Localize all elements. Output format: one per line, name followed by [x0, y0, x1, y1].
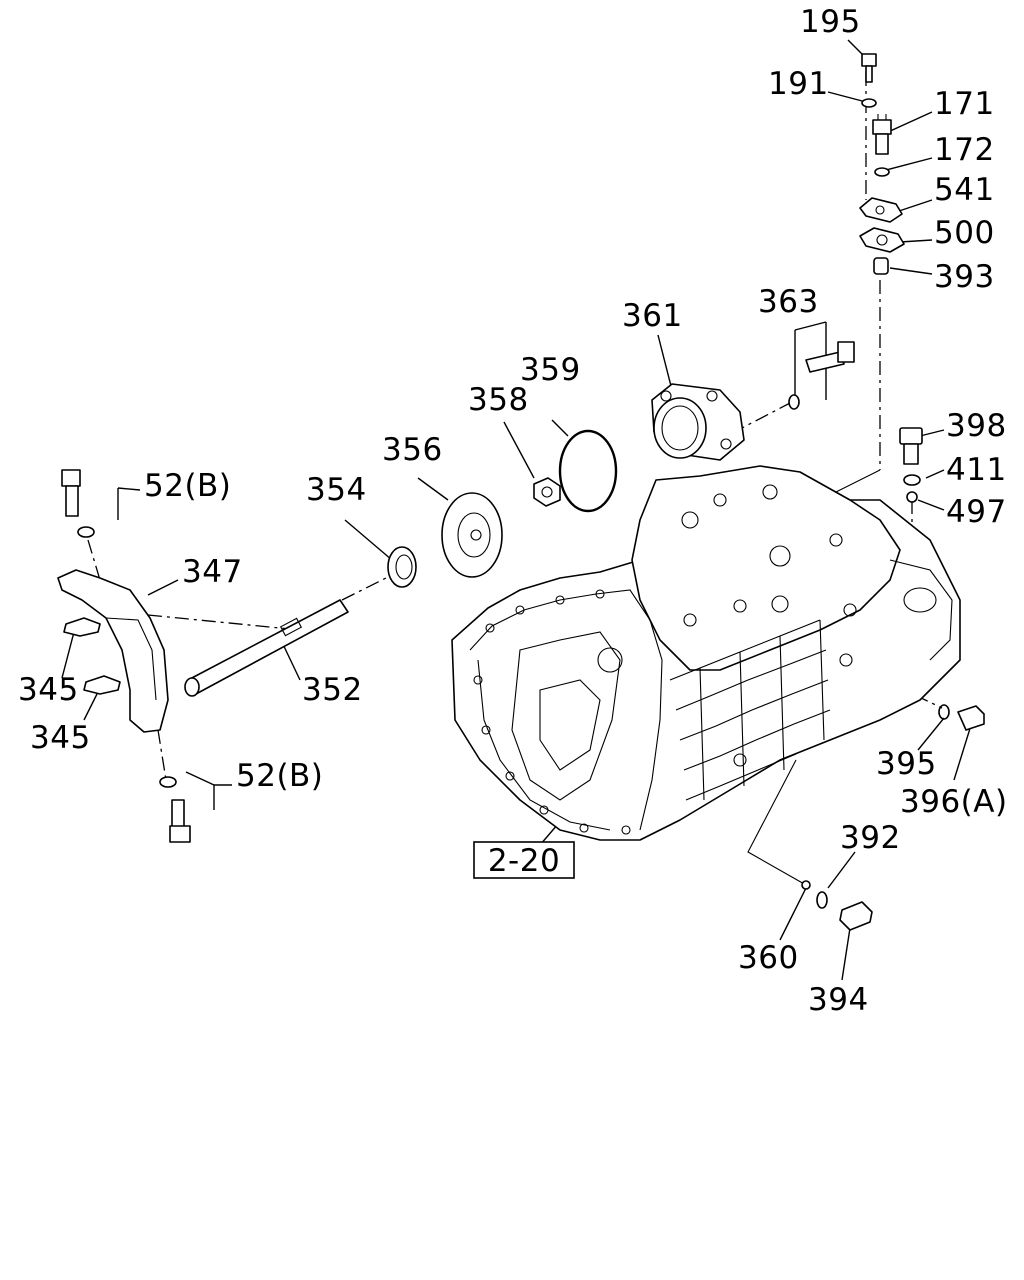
- callout-394: 394: [808, 982, 869, 1018]
- callout-52b-bottom: 52(B): [236, 758, 323, 794]
- plug-52b-bottom: [159, 776, 191, 843]
- washer-191: [861, 98, 877, 108]
- switch-171: [872, 114, 892, 155]
- callout-52b-top: 52(B): [144, 468, 231, 504]
- bolt-195: [861, 53, 877, 83]
- o-ring-395: [938, 704, 950, 720]
- callout-392: 392: [840, 820, 901, 856]
- callout-191: 191: [768, 66, 829, 102]
- nut-358: [533, 477, 561, 507]
- callout-500: 500: [934, 215, 995, 251]
- flange-356: [441, 492, 503, 578]
- shaft-352: [184, 599, 349, 697]
- bolt-363: [788, 341, 855, 410]
- callout-360: 360: [738, 940, 799, 976]
- seal-354: [387, 546, 417, 588]
- ball-360: [801, 880, 811, 890]
- housing-361: [651, 383, 745, 461]
- switch-398: [899, 427, 923, 465]
- o-ring-392: [816, 891, 828, 909]
- callout-497: 497: [946, 494, 1007, 530]
- callout-345-upper: 345: [18, 672, 79, 708]
- shift-fork-347: [57, 569, 169, 733]
- callout-345-lower: 345: [30, 720, 91, 756]
- callout-195: 195: [800, 4, 861, 40]
- reference-box-label: 2-20: [488, 843, 560, 879]
- ball-497: [906, 491, 918, 503]
- plate-541: [859, 197, 903, 223]
- callout-541: 541: [934, 172, 995, 208]
- callout-411: 411: [946, 452, 1007, 488]
- callout-172: 172: [934, 132, 995, 168]
- callout-393: 393: [934, 259, 995, 295]
- o-ring-359: [558, 429, 618, 513]
- callout-361: 361: [622, 298, 683, 334]
- callout-363: 363: [758, 284, 819, 320]
- switch-394: [839, 901, 873, 931]
- switch-396a: [957, 705, 985, 731]
- plug-52b-top: [61, 469, 95, 538]
- transmission-case: [451, 465, 961, 841]
- reference-box: [473, 841, 575, 879]
- pad-345-upper: [63, 617, 101, 637]
- callout-395: 395: [876, 746, 937, 782]
- callout-labels: 195 191 171 172 541 500 393 363 361 359 …: [18, 4, 1008, 1018]
- callout-347: 347: [182, 554, 243, 590]
- gasket-500: [859, 227, 905, 253]
- callout-171: 171: [934, 86, 995, 122]
- callout-356: 356: [382, 432, 443, 468]
- callout-358: 358: [468, 382, 529, 418]
- callout-354: 354: [306, 472, 367, 508]
- callout-398: 398: [946, 408, 1007, 444]
- o-ring-172: [874, 167, 890, 177]
- pad-345-lower: [83, 675, 121, 695]
- callout-359: 359: [520, 352, 581, 388]
- o-ring-411: [903, 474, 921, 486]
- callout-352: 352: [302, 672, 363, 708]
- pin-393: [873, 257, 889, 275]
- callout-396a: 396(A): [900, 784, 1008, 820]
